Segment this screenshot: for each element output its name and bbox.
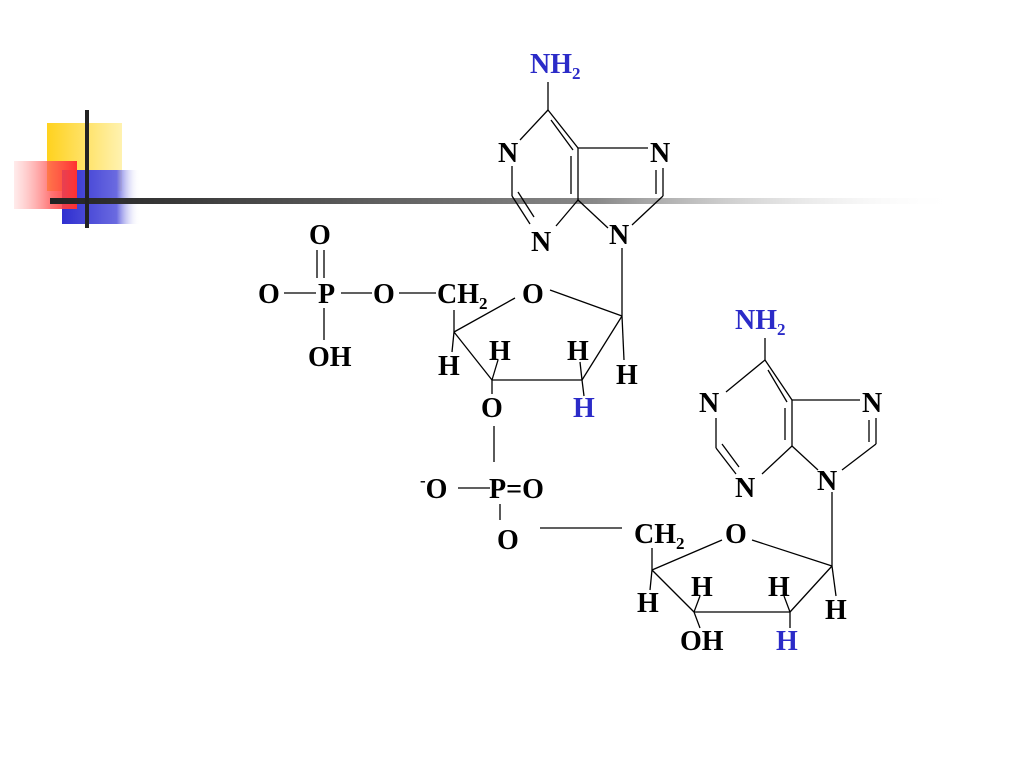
upper-adenine-n7: N [650,138,670,169]
lower-h-c2-highlight: H [776,626,798,657]
upper-phosphate-oh: OH [308,342,352,373]
bridge-phosphate-o-minus: -O [420,471,447,505]
upper-h-c2-highlight: H [573,393,595,424]
upper-phosphate-p: P [318,279,335,310]
upper-h-c1: H [616,360,638,391]
bond-lines [284,82,877,629]
lower-amino-group: NH2 [735,305,786,339]
lower-h-c1: H [825,595,847,626]
upper-h-c4: H [438,351,460,382]
lower-ring-oxygen: O [725,519,747,550]
lower-h-c4: H [637,588,659,619]
upper-ring-oxygen: O [522,279,544,310]
upper-phosphate-o-top: O [309,220,331,251]
upper-phosphate-o-left: O [258,279,280,310]
deco-vertical-rule [85,110,89,228]
upper-amino-group: NH2 [530,49,581,83]
bridge-phosphate-p: P=O [489,474,544,505]
upper-adenine-n3: N [531,227,551,258]
upper-h-c3: H [489,336,511,367]
lower-ch2-group: CH2 [634,519,685,553]
lower-h-c3: H [691,572,713,603]
upper-adenine-n9: N [609,220,629,251]
upper-o3: O [481,393,503,424]
lower-adenine-n7: N [862,388,882,419]
bridge-phosphate-o-lower: O [497,525,519,556]
lower-adenine-n3: N [735,473,755,504]
upper-phosphate-o-bridge: O [373,279,395,310]
upper-h-c2: H [567,336,589,367]
lower-adenine-n9: N [817,466,837,497]
upper-ch2-group: CH2 [437,279,488,313]
deco-horizontal-rule [50,198,960,204]
lower-h-c2: H [768,572,790,603]
lower-oh3: OH [680,626,724,657]
lower-adenine-n1: N [699,388,719,419]
upper-adenine-n1: N [498,138,518,169]
